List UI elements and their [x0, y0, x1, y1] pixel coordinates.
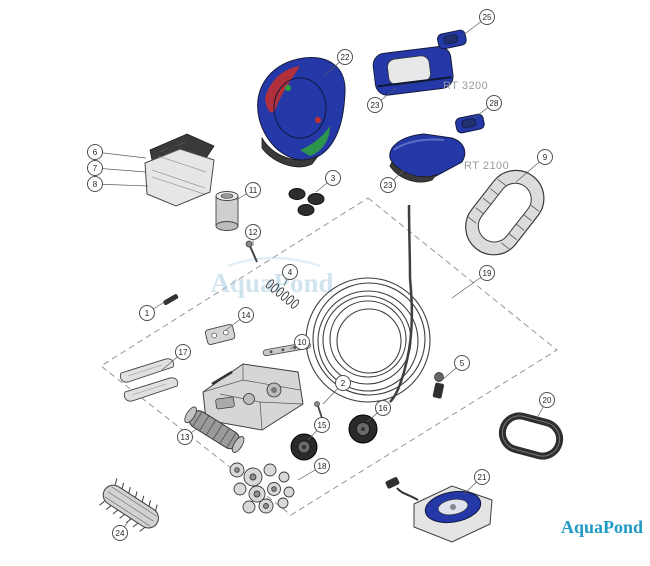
- part-roller-brush: [184, 406, 245, 453]
- part-handle: [498, 412, 564, 460]
- part-top-cover-rt2100: [389, 133, 466, 183]
- callout-number: 7: [93, 164, 98, 173]
- callout-number: 15: [318, 421, 327, 430]
- callout-number: 21: [478, 473, 487, 482]
- part-spring: [265, 279, 300, 309]
- callout-15: 15: [307, 417, 330, 441]
- callout-number: 24: [116, 529, 125, 538]
- callout-number: 25: [483, 13, 492, 22]
- callout-13: 13: [177, 427, 199, 445]
- callout-number: 19: [483, 269, 492, 278]
- callout-number: 28: [490, 99, 499, 108]
- brand-logo: AquaPond: [561, 517, 643, 537]
- part-wheel-small: [290, 433, 318, 461]
- part-chassis: [202, 363, 304, 431]
- callout-28: 28: [473, 95, 502, 119]
- part-top-cover-rt3200: [372, 46, 454, 96]
- callout-1: 1: [139, 300, 167, 321]
- part-screw-small: [314, 401, 323, 419]
- callout-19: 19: [451, 265, 495, 299]
- callout-number: 4: [288, 268, 293, 277]
- callout-12: 12: [245, 224, 261, 246]
- callout-number: 13: [181, 433, 190, 442]
- callout-22: 22: [323, 49, 353, 77]
- callout-24: 24: [112, 518, 131, 541]
- callout-number: 5: [460, 359, 465, 368]
- callout-number: 11: [249, 186, 258, 195]
- model-label-layer: RT 3200 RT 2100: [443, 80, 509, 172]
- callout-number: 18: [318, 462, 327, 471]
- callout-2: 2: [322, 375, 351, 405]
- watermark-text: AquaPond: [210, 268, 333, 298]
- callout-number: 23: [384, 181, 393, 190]
- callout-23: 23: [367, 87, 397, 113]
- watermark-swoosh: [227, 256, 321, 268]
- part-plate: [204, 324, 236, 345]
- callout-number: 1: [145, 309, 150, 318]
- callout-number: 16: [379, 404, 388, 413]
- part-cover-insert-a: [437, 29, 467, 50]
- part-track-belt: [465, 169, 545, 256]
- watermark: AquaPond: [210, 256, 334, 298]
- callout-number: 2: [341, 379, 346, 388]
- callout-4: 4: [282, 264, 298, 287]
- callout-number: 14: [242, 311, 251, 320]
- callout-7: 7: [87, 160, 147, 176]
- callout-number: 20: [543, 396, 552, 405]
- callout-3: 3: [315, 170, 341, 193]
- callout-number: 9: [543, 153, 548, 162]
- callout-number: 12: [249, 228, 258, 237]
- callout-number: 10: [298, 338, 307, 347]
- model-label: RT 2100: [464, 160, 509, 172]
- part-pin: [163, 294, 179, 305]
- part-cylinder: [215, 191, 239, 231]
- callout-5: 5: [441, 355, 470, 381]
- callout-number: 17: [179, 348, 188, 357]
- part-spiked-roller: [99, 478, 159, 532]
- callout-14: 14: [225, 307, 254, 331]
- callout-number: 3: [331, 174, 336, 183]
- callout-18: 18: [297, 458, 330, 481]
- part-filter-basket: [144, 133, 215, 207]
- callout-16: 16: [366, 400, 391, 423]
- callout-6: 6: [87, 144, 147, 160]
- callout-23: 23: [380, 169, 405, 193]
- callout-20: 20: [536, 392, 555, 419]
- part-main-body: [257, 57, 346, 168]
- callout-17: 17: [161, 344, 191, 371]
- part-cover-insert-b: [455, 113, 485, 134]
- callout-number: 22: [341, 53, 350, 62]
- part-wheel-large: [348, 414, 378, 444]
- part-bracket-pin: [432, 372, 444, 399]
- callout-9: 9: [515, 149, 553, 183]
- callout-number: 23: [371, 101, 380, 110]
- callout-8: 8: [87, 176, 149, 192]
- model-label: RT 3200: [443, 80, 488, 92]
- part-power-supply: [385, 477, 493, 543]
- callout-25: 25: [461, 9, 495, 37]
- callout-11: 11: [235, 182, 261, 201]
- part-floating-cable: [305, 204, 431, 403]
- part-gear-set: [229, 462, 295, 514]
- part-screw-long: [245, 240, 258, 263]
- part-side-plates: [119, 358, 179, 402]
- callout-number: 8: [93, 180, 98, 189]
- dashed-boundary: [100, 197, 558, 516]
- part-seal-discs: [288, 188, 325, 216]
- callout-21: 21: [463, 469, 490, 495]
- callout-10: 10: [289, 334, 310, 350]
- callout-number: 6: [93, 148, 98, 157]
